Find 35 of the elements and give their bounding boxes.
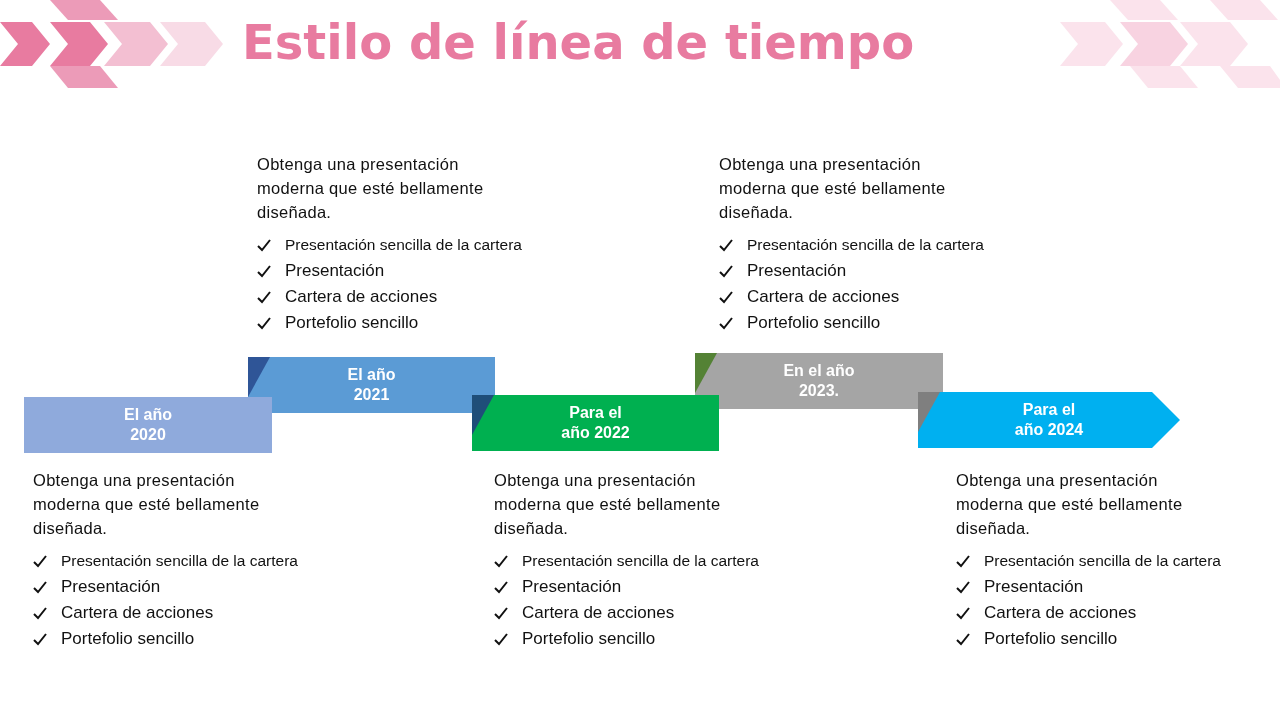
year-label: El año 2020 [123, 405, 173, 445]
bullet-text: Portefolio sencillo [747, 313, 881, 333]
bullet-text: Cartera de acciones [984, 603, 1137, 623]
year-label: Para el año 2024 [1013, 400, 1085, 440]
bullet-text: Presentación sencilla de la cartera [522, 552, 759, 570]
year-ribbon [248, 357, 495, 413]
year-ribbon [472, 395, 719, 451]
bullet-text: Presentación sencilla de la cartera [984, 552, 1221, 570]
year-label: El año 2021 [346, 365, 397, 405]
description-text: Obtenga una presentación moderna que esté bellamente diseñada. [719, 154, 947, 223]
year-ribbon [695, 353, 943, 409]
year-label: En el año 2023. [782, 361, 856, 401]
bullet-text: Presentación [522, 577, 622, 597]
bullet-text: Cartera de acciones [285, 287, 438, 307]
bullet-text: Presentación [984, 577, 1084, 597]
year-label: Para el año 2022 [560, 403, 631, 443]
bullet-text: Presentación [747, 261, 847, 281]
bullet-text: Presentación [61, 577, 161, 597]
bullet-text: Presentación [285, 261, 385, 281]
bullet-text: Cartera de acciones [522, 603, 675, 623]
bullet-text: Cartera de acciones [61, 603, 214, 623]
bullet-text: Presentación sencilla de la cartera [61, 552, 298, 570]
bullet-text: Portefolio sencillo [984, 629, 1118, 649]
bullet-text: Portefolio sencillo [61, 629, 195, 649]
year-ribbon [24, 397, 272, 453]
title: Estilo de línea de tiempo [242, 14, 915, 70]
bullet-text: Portefolio sencillo [522, 629, 656, 649]
description-text: Obtenga una presentación moderna que esté bellamente diseñada. [257, 154, 485, 223]
bullet-text: Presentación sencilla de la cartera [285, 236, 522, 254]
description-text: Obtenga una presentación moderna que esté bellamente diseñada. [956, 470, 1184, 539]
description-text: Obtenga una presentación moderna que esté bellamente diseñada. [33, 470, 261, 539]
bullet-text: Cartera de acciones [747, 287, 900, 307]
description-text: Obtenga una presentación moderna que esté bellamente diseñada. [494, 470, 722, 539]
bullet-text: Portefolio sencillo [285, 313, 419, 333]
bullet-text: Presentación sencilla de la cartera [747, 236, 984, 254]
